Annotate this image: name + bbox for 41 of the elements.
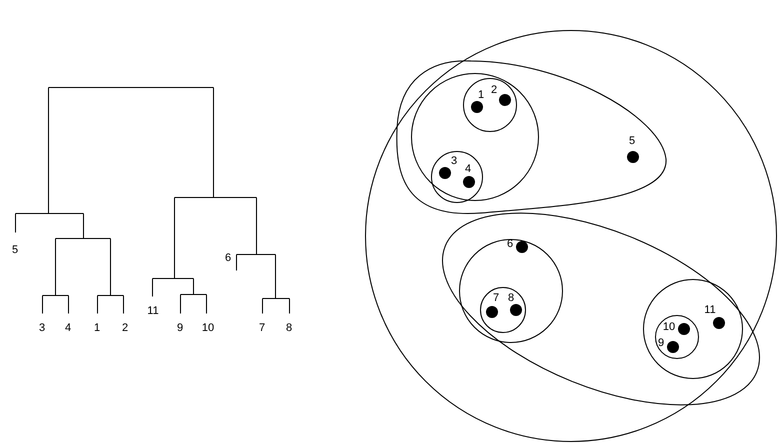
data-point [499, 94, 511, 106]
point-number: 7 [492, 292, 500, 304]
leaf-number: 1 [94, 322, 100, 334]
leaf-number: 11 [147, 305, 159, 317]
leaf-number: 4 [64, 322, 72, 334]
cluster-circle [459, 239, 563, 343]
data-point [516, 241, 528, 253]
leaf-number: 8 [286, 322, 292, 334]
data-point [678, 323, 690, 335]
data-point [471, 101, 483, 113]
data-point [510, 304, 522, 316]
leaf-number: 10 [202, 322, 214, 334]
point-number: 11 [704, 304, 716, 316]
data-point [439, 167, 451, 179]
data-point [463, 176, 475, 188]
leaf-number: 3 [38, 322, 46, 334]
point-number: 8 [508, 292, 514, 304]
cluster-outline [441, 212, 761, 406]
cluster-circle [411, 73, 539, 201]
point-number: 1 [478, 89, 484, 101]
leaf-number: 9 [176, 322, 184, 334]
point-number: 2 [490, 84, 498, 96]
leaf-number: 5 [12, 244, 18, 256]
cluster-circle [480, 287, 526, 333]
cluster-circle [655, 315, 699, 359]
data-point [486, 306, 498, 318]
cluster-circle [643, 279, 743, 379]
point-number: 4 [464, 163, 472, 175]
point-number: 10 [662, 321, 676, 333]
cluster-circle [463, 78, 517, 132]
cluster-circle [431, 151, 483, 203]
data-point [627, 151, 639, 163]
leaf-number: 6 [224, 252, 232, 264]
leaf-number: 7 [258, 322, 266, 334]
leaf-number: 2 [122, 322, 128, 334]
data-point [667, 341, 679, 353]
data-point [713, 317, 725, 329]
point-number: 9 [658, 337, 664, 349]
cluster-circle [365, 30, 777, 442]
point-number: 3 [450, 155, 458, 167]
point-number: 5 [628, 135, 636, 147]
